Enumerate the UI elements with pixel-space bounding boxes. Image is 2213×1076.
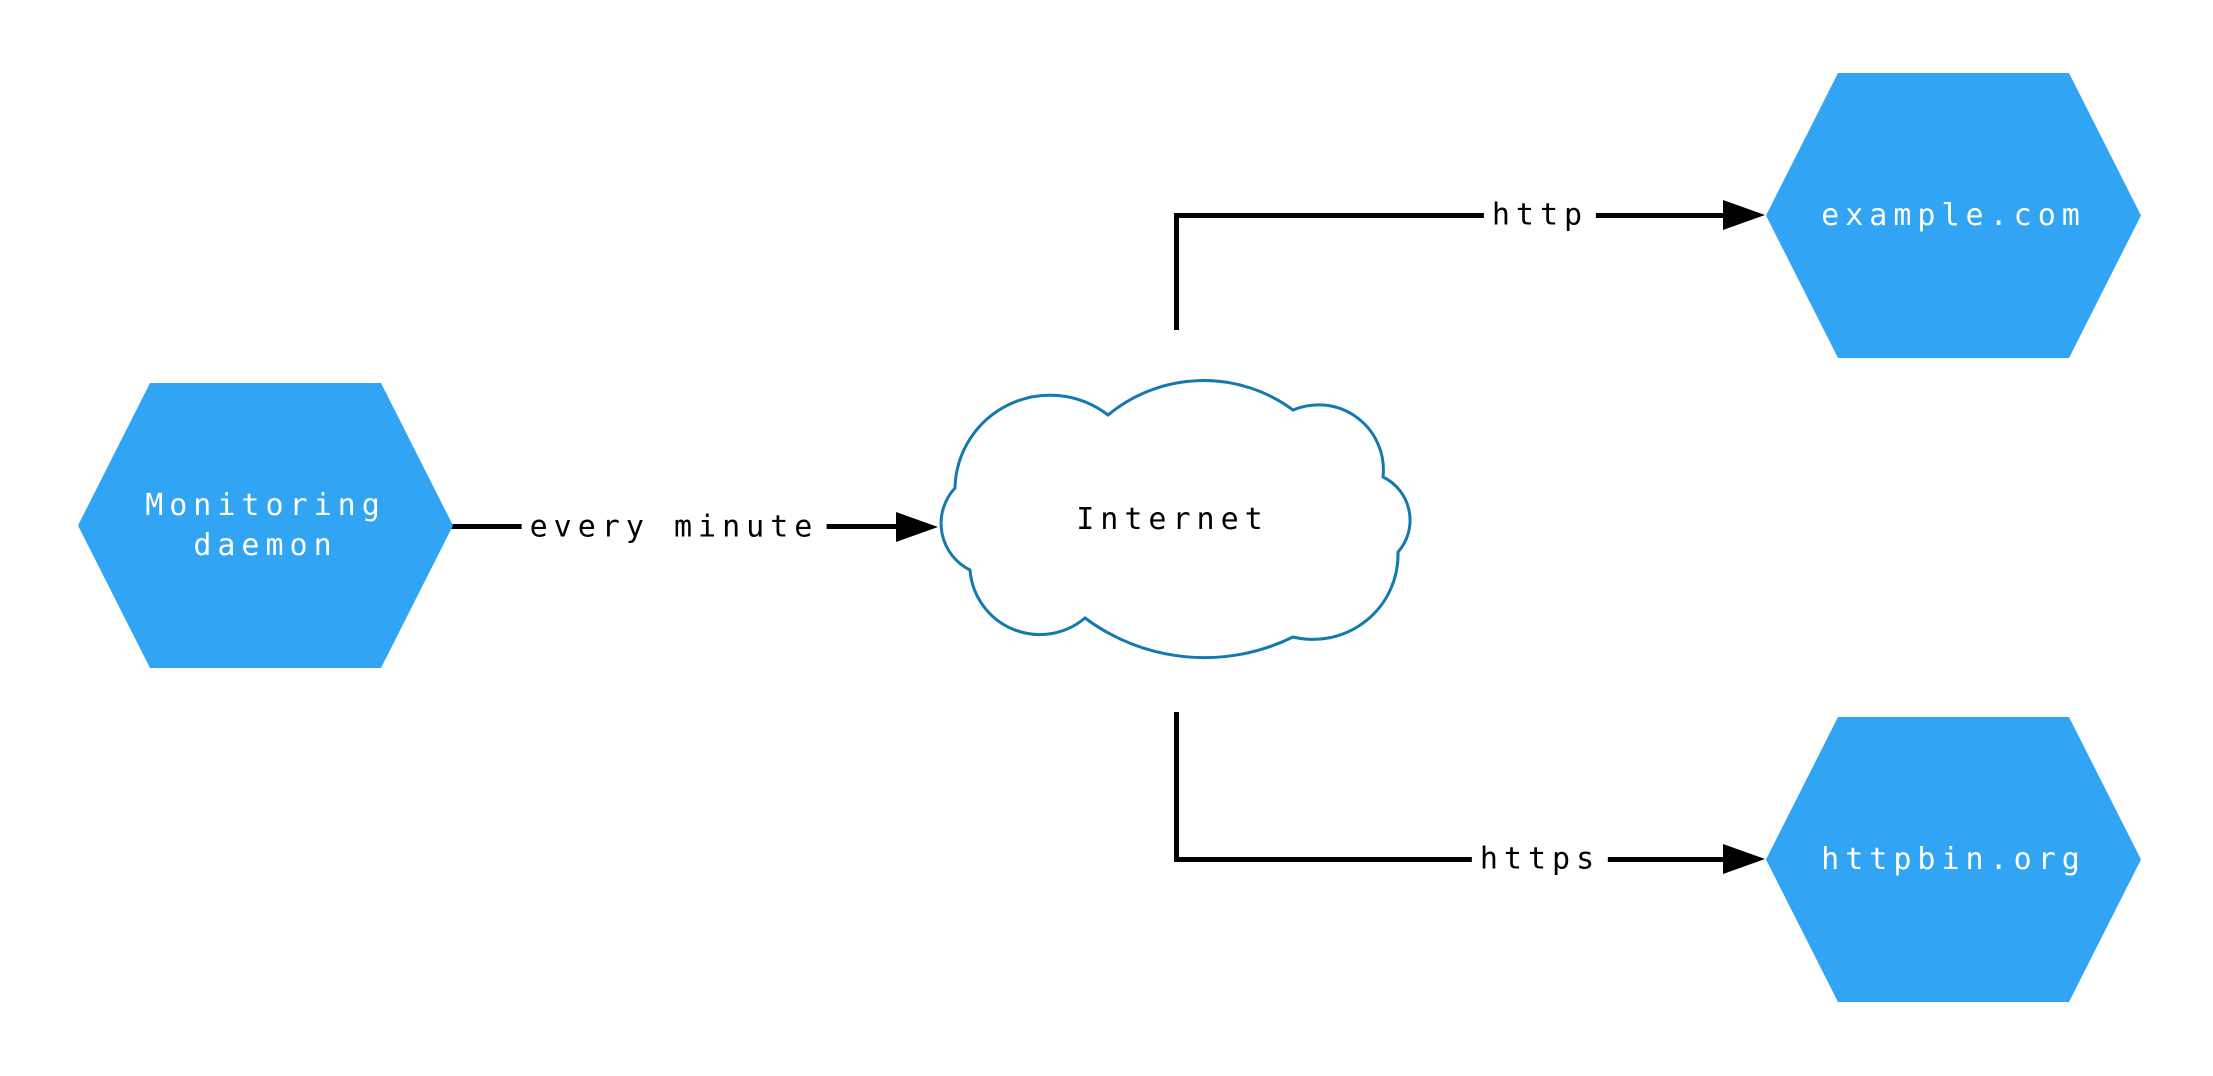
every-minute-label: every minute [521,509,827,545]
http-label: http [1483,197,1597,233]
monitoring-daemon-label-line2: daemon [193,527,338,563]
example-com-label: example.com [1821,197,2086,233]
internet-cloud-node: Internet [935,379,1412,660]
arrowhead-icon [896,512,938,542]
monitoring-daemon-label-line1: Monitoring [145,487,386,523]
edge-https-line [1174,857,1725,862]
example-com-node: example.com [1766,73,2141,358]
httpbin-org-label: httpbin.org [1821,841,2086,877]
edge-http-vertical-line [1174,213,1179,330]
https-label: https [1471,841,1609,877]
cloud-icon [939,379,1412,660]
edge-http-line [1174,213,1725,218]
httpbin-org-node: httpbin.org [1766,717,2141,1002]
arrowhead-icon [1723,844,1765,874]
edge-https-vertical-line [1174,712,1179,862]
arrowhead-icon [1723,200,1765,230]
internet-label: Internet [1076,502,1269,537]
monitoring-daemon-node: Monitoring daemon [78,383,453,668]
